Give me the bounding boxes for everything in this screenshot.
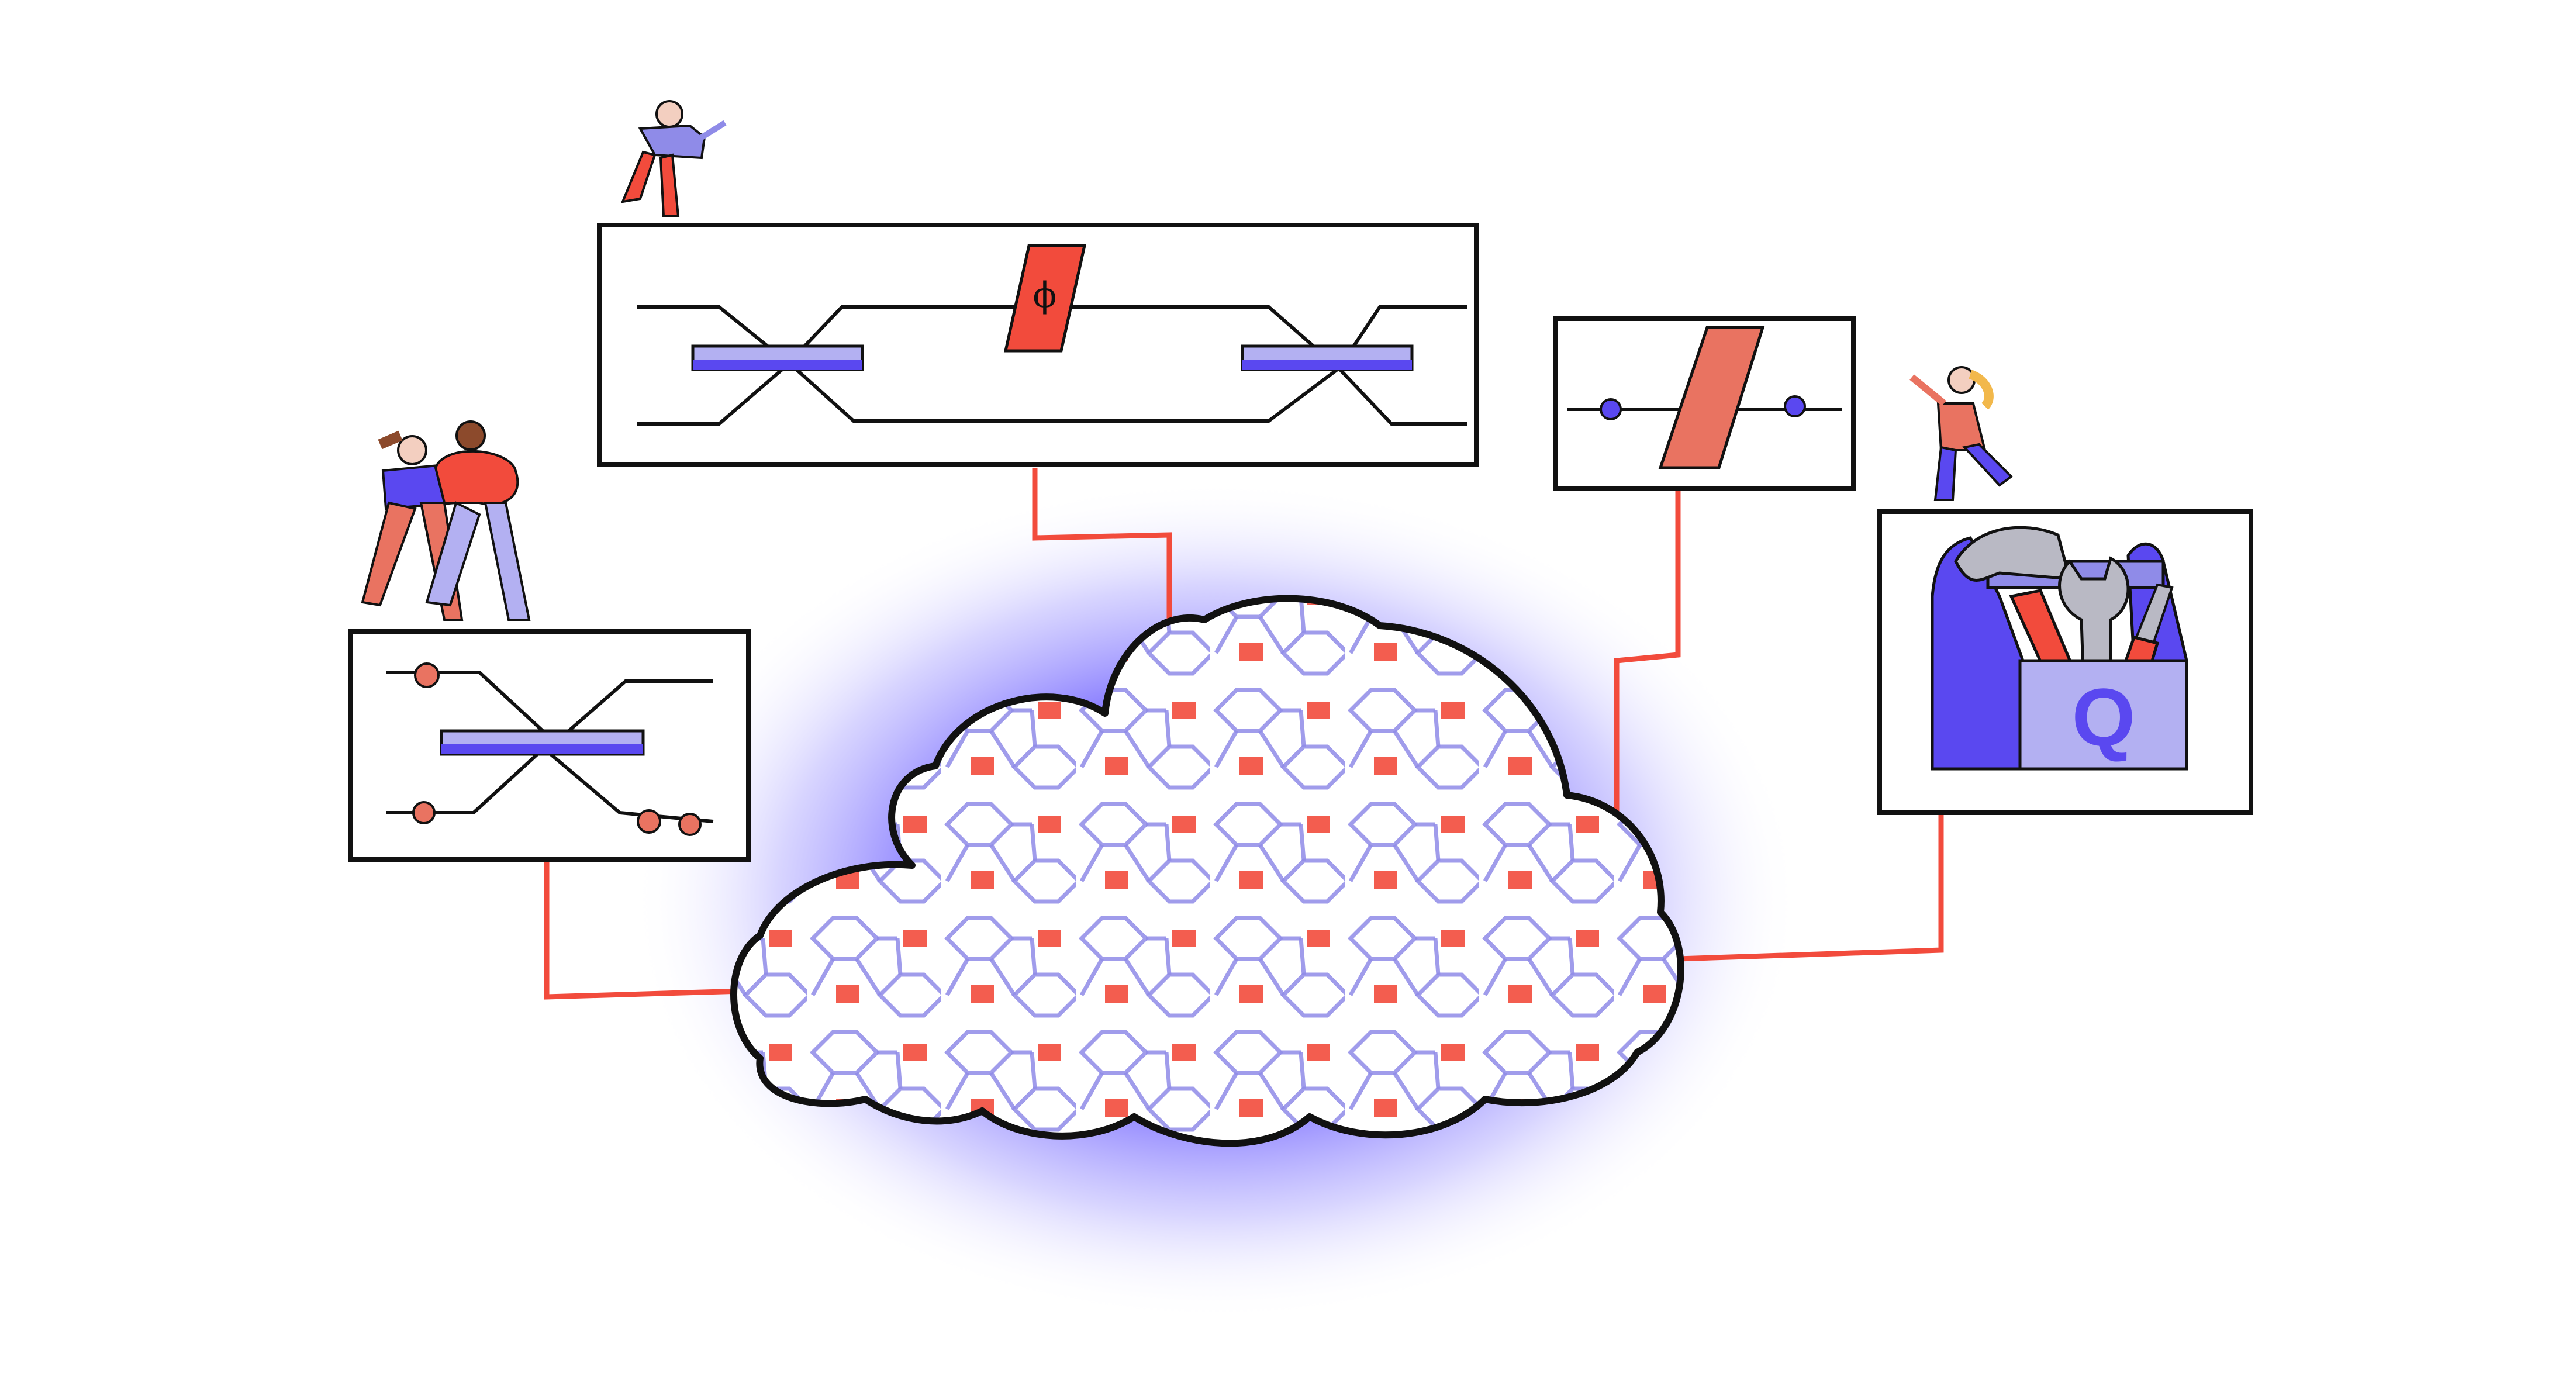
phase-shifter-block bbox=[1658, 326, 1765, 469]
toolbox-logo: Q bbox=[2072, 671, 2136, 763]
connection-lines bbox=[544, 468, 1944, 1000]
phase-shifter bbox=[1003, 244, 1087, 353]
connector-small bbox=[1614, 485, 1681, 830]
connector-left bbox=[544, 859, 743, 1000]
phase-shifter-box bbox=[1553, 316, 1856, 491]
toolbox-icon: Q bbox=[1931, 526, 2189, 771]
beam-splitter-box bbox=[348, 629, 751, 862]
interferometer-box: ϕ bbox=[597, 223, 1479, 467]
person-icon bbox=[1909, 366, 2014, 501]
phase-symbol: ϕ bbox=[1033, 275, 1057, 316]
toolbox-box: Q bbox=[1877, 509, 2253, 815]
person-icon bbox=[425, 420, 531, 621]
person-icon bbox=[620, 100, 727, 217]
connector-top bbox=[1032, 468, 1172, 690]
connector-right bbox=[1677, 807, 1944, 962]
cloud-outline bbox=[730, 595, 1684, 1147]
